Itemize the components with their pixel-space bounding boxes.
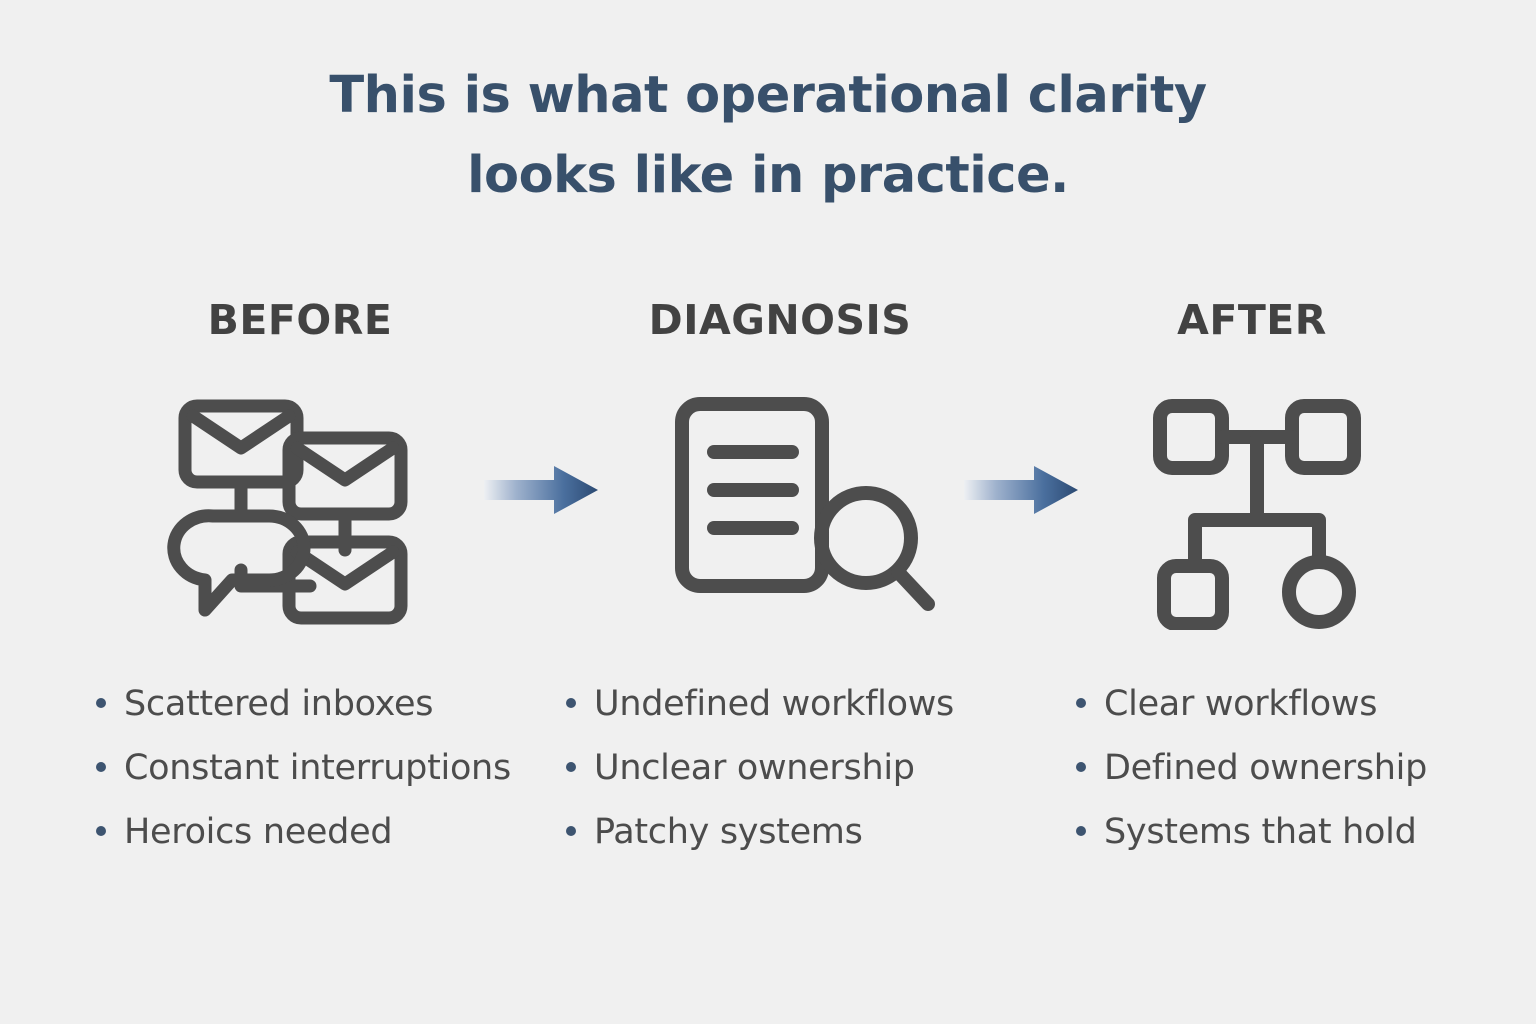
bullet-dot-icon (96, 698, 106, 708)
list-item: Unclear ownership (566, 736, 1016, 800)
bullet-lists: Scattered inboxes Constant interruptions… (0, 672, 1536, 882)
bullet-text: Defined ownership (1104, 748, 1427, 788)
column-header-after: AFTER (1177, 296, 1327, 344)
bullet-text: Heroics needed (124, 812, 393, 852)
document-magnifier-icon (660, 390, 950, 630)
bullet-text: Undefined workflows (594, 684, 954, 724)
scattered-inboxes-icon (160, 390, 440, 630)
bullet-list-after: Clear workflows Defined ownership System… (1076, 672, 1506, 864)
bullet-dot-icon (1076, 762, 1086, 772)
icon-row (0, 390, 1536, 631)
bullet-dot-icon (1076, 698, 1086, 708)
list-item: Undefined workflows (566, 672, 1016, 736)
bullet-text: Systems that hold (1104, 812, 1417, 852)
bullet-text: Clear workflows (1104, 684, 1378, 724)
list-item: Systems that hold (1076, 800, 1506, 864)
list-item: Heroics needed (96, 800, 566, 864)
list-item: Scattered inboxes (96, 672, 566, 736)
arrow-before-to-diagnosis (482, 460, 602, 520)
list-item: Constant interruptions (96, 736, 566, 800)
bullet-dot-icon (566, 826, 576, 836)
page-title: This is what operational clarity looks l… (0, 56, 1536, 216)
bullet-list-before: Scattered inboxes Constant interruptions… (96, 672, 566, 864)
page-title-line-1: This is what operational clarity (329, 66, 1207, 125)
org-chart-icon (1140, 390, 1380, 631)
list-item: Patchy systems (566, 800, 1016, 864)
bullet-list-diagnosis: Undefined workflows Unclear ownership Pa… (566, 672, 1016, 864)
list-item: Clear workflows (1076, 672, 1506, 736)
bullet-text: Unclear ownership (594, 748, 915, 788)
column-header-before: BEFORE (207, 296, 393, 344)
bullet-text: Constant interruptions (124, 748, 511, 788)
column-headers: BEFORE DIAGNOSIS AFTER (0, 296, 1536, 348)
list-item: Defined ownership (1076, 736, 1506, 800)
page-title-line-2: looks like in practice. (467, 146, 1069, 205)
bullet-dot-icon (96, 826, 106, 836)
bullet-text: Patchy systems (594, 812, 863, 852)
bullet-dot-icon (96, 762, 106, 772)
column-header-diagnosis: DIAGNOSIS (648, 296, 912, 344)
bullet-text: Scattered inboxes (124, 684, 434, 724)
arrow-diagnosis-to-after (962, 460, 1082, 520)
bullet-dot-icon (1076, 826, 1086, 836)
bullet-dot-icon (566, 762, 576, 772)
bullet-dot-icon (566, 698, 576, 708)
